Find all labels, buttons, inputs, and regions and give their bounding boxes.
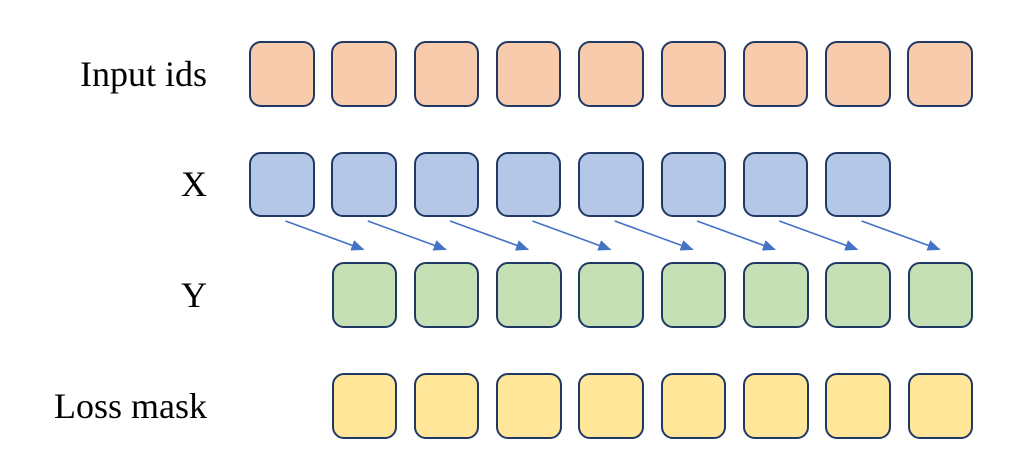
token-square-loss-mask-7 (825, 373, 891, 439)
x-to-y-arrow-1 (285, 220, 365, 251)
token-square-loss-mask-2 (413, 373, 480, 439)
token-square-y-3 (496, 262, 562, 328)
x-to-y-arrow-8 (861, 220, 941, 251)
token-square-y-1 (331, 262, 397, 328)
token-square-loss-mask-8 (907, 373, 974, 439)
token-square-y-4 (578, 262, 644, 328)
token-square-x-2 (331, 151, 397, 217)
token-square-x-8 (825, 151, 891, 217)
token-square-y-2 (413, 262, 480, 328)
token-square-x-6 (660, 151, 726, 217)
token-square-input-ids-3 (413, 41, 480, 107)
token-square-x-4 (495, 151, 562, 217)
token-square-y-8 (907, 262, 974, 328)
x-to-y-arrow-4 (532, 220, 612, 251)
token-square-loss-mask-5 (660, 373, 727, 439)
token-square-x-5 (578, 151, 644, 217)
token-square-x-3 (413, 151, 480, 217)
row-label-input-ids: Input ids (79, 53, 207, 94)
token-square-input-ids-6 (660, 41, 726, 107)
token-square-input-ids-7 (742, 41, 809, 107)
token-square-input-ids-5 (578, 41, 644, 107)
x-to-y-arrow-7 (779, 220, 859, 251)
token-square-input-ids-2 (331, 41, 397, 107)
x-to-y-arrow-6 (696, 220, 776, 251)
token-square-input-ids-4 (495, 41, 562, 107)
token-square-loss-mask-6 (743, 373, 809, 439)
token-square-loss-mask-3 (496, 373, 562, 439)
token-square-input-ids-1 (249, 41, 315, 107)
token-square-x-7 (742, 151, 809, 217)
row-label-x: X (181, 164, 207, 205)
token-square-y-7 (825, 262, 891, 328)
token-square-input-ids-8 (825, 41, 891, 107)
token-square-y-6 (743, 262, 809, 328)
token-square-loss-mask-1 (331, 373, 397, 439)
token-square-y-5 (660, 262, 727, 328)
token-square-x-1 (249, 151, 315, 217)
row-label-loss-mask: Loss mask (54, 385, 207, 426)
x-to-y-arrow-3 (449, 220, 530, 251)
x-to-y-arrow-2 (367, 220, 447, 251)
row-label-y: Y (181, 274, 207, 315)
token-square-loss-mask-4 (578, 373, 644, 439)
token-square-input-ids-9 (907, 41, 973, 107)
x-to-y-arrow-5 (614, 220, 694, 251)
